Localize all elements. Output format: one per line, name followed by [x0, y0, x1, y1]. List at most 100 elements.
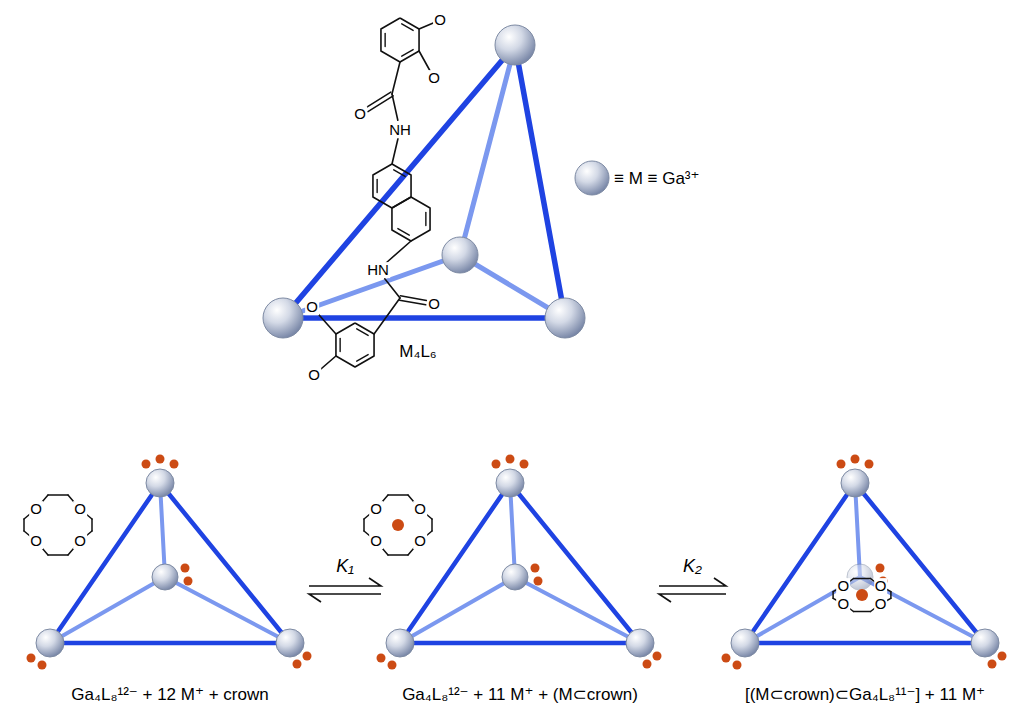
aromatic-ring: [336, 323, 374, 367]
atom-label: O: [29, 501, 43, 517]
atom-label: HN: [366, 262, 390, 278]
cation-dot: [865, 460, 874, 469]
cage-edge: [283, 45, 515, 318]
cation-dot: [643, 660, 652, 669]
m4l6-cage: [263, 25, 585, 338]
cage-edge: [50, 577, 165, 643]
cage-edge: [283, 315, 565, 321]
cation-dot: [534, 577, 543, 586]
cage-edge: [160, 483, 290, 643]
bond: [385, 279, 400, 298]
cation-dot: [156, 455, 165, 464]
atom-label: O: [353, 106, 367, 122]
bond: [320, 356, 336, 370]
ring-double-bond: [394, 170, 405, 177]
metal-sphere: [386, 629, 414, 657]
cage-state: Ga₄L₈¹²⁻ + 11 M⁺ + (M⊂crown): [385, 465, 655, 660]
cage-edge: [400, 641, 640, 646]
ring-double-bond: [339, 338, 340, 351]
metal-sphere: [731, 629, 759, 657]
atom-label: O: [874, 596, 888, 612]
cation-dot: [531, 564, 540, 573]
bond: [392, 94, 398, 120]
metal-sphere: [276, 629, 304, 657]
cation-dot: [722, 654, 731, 663]
atom-label: O: [413, 501, 427, 517]
atom-label: O: [369, 501, 383, 517]
atom-label: O: [433, 12, 447, 28]
formula-label: M₄L₆: [399, 343, 436, 361]
cation-dot: [851, 455, 860, 464]
cation-dot: [506, 455, 515, 464]
metal-sphere: [847, 564, 873, 590]
ring-double-bond: [398, 229, 409, 236]
bond: [419, 51, 430, 71]
equilibrium-arrow: [659, 578, 726, 602]
bond: [317, 313, 336, 334]
cation-dot: [293, 660, 302, 669]
cage-edge: [50, 641, 290, 646]
cage-edge: [510, 483, 640, 643]
cation-dot: [733, 661, 742, 670]
cation-dot: [392, 519, 404, 531]
legend-sample: [575, 161, 609, 195]
equilibrium-constant: K₂: [683, 556, 702, 577]
metal-sphere: [626, 629, 654, 657]
cation-dot: [988, 660, 997, 669]
atom-label: NH: [388, 122, 412, 138]
double-bond: [400, 296, 426, 301]
cage-edge: [50, 483, 160, 643]
atom-label: O: [73, 533, 87, 549]
cation-dot: [181, 564, 190, 573]
crown-bond: [431, 519, 433, 531]
cation-dot: [837, 460, 846, 469]
cation-dot: [27, 654, 36, 663]
crown-bond: [48, 494, 68, 496]
atom-label: O: [413, 533, 427, 549]
atom-label: O: [369, 533, 383, 549]
cation-dot: [170, 460, 179, 469]
state-caption: [(M⊂crown)⊂Ga₄L₈¹¹⁻] + 11 M⁺: [745, 685, 985, 705]
metal-sphere: [495, 25, 535, 65]
ring-double-bond: [425, 212, 426, 225]
double-bond: [400, 300, 426, 305]
ring-double-bond: [402, 24, 413, 31]
ring-double-bond: [357, 355, 368, 362]
cage-edge: [745, 641, 985, 646]
metal-sphere: [496, 469, 524, 497]
metal-sphere: [971, 629, 999, 657]
atom-label: O: [307, 367, 321, 383]
cage-edge: [515, 577, 640, 643]
crown-bond: [23, 519, 25, 531]
cation-dot: [303, 652, 312, 661]
crown-bond: [48, 554, 68, 556]
atom-label: O: [73, 501, 87, 517]
equilibrium-arrow: [309, 578, 381, 602]
cage-edge: [400, 483, 510, 643]
cage-state: [(M⊂crown)⊂Ga₄L₈¹¹⁻] + 11 M⁺: [730, 465, 1000, 660]
crown-bond: [854, 611, 871, 613]
bond: [374, 298, 400, 334]
crown-bond: [388, 494, 408, 496]
cation-dot: [653, 652, 662, 661]
bond: [392, 139, 398, 164]
crown-bond: [890, 592, 892, 599]
metal-sphere: [841, 469, 869, 497]
cation-dot: [142, 460, 151, 469]
cage-tetrahedron: [730, 465, 1000, 660]
atom-label: O: [427, 70, 441, 86]
bond: [392, 62, 400, 94]
cation-dot: [377, 654, 386, 663]
aromatic-ring: [381, 18, 419, 62]
aromatic-ring: [392, 197, 430, 241]
crown-ether-complex: [364, 495, 432, 555]
cage-edge: [515, 45, 565, 318]
metal-sphere: [263, 298, 303, 338]
cage-state: Ga₄L₈¹²⁻ + 12 M⁺ + crown: [35, 465, 305, 660]
cation-dot: [38, 661, 47, 670]
metal-sphere: [36, 629, 64, 657]
cation-dot: [388, 661, 397, 670]
ring-double-bond: [357, 329, 368, 336]
encapsulated-crown: [833, 579, 891, 612]
legend-text: ≡ M ≡ Ga³⁺: [614, 168, 699, 189]
